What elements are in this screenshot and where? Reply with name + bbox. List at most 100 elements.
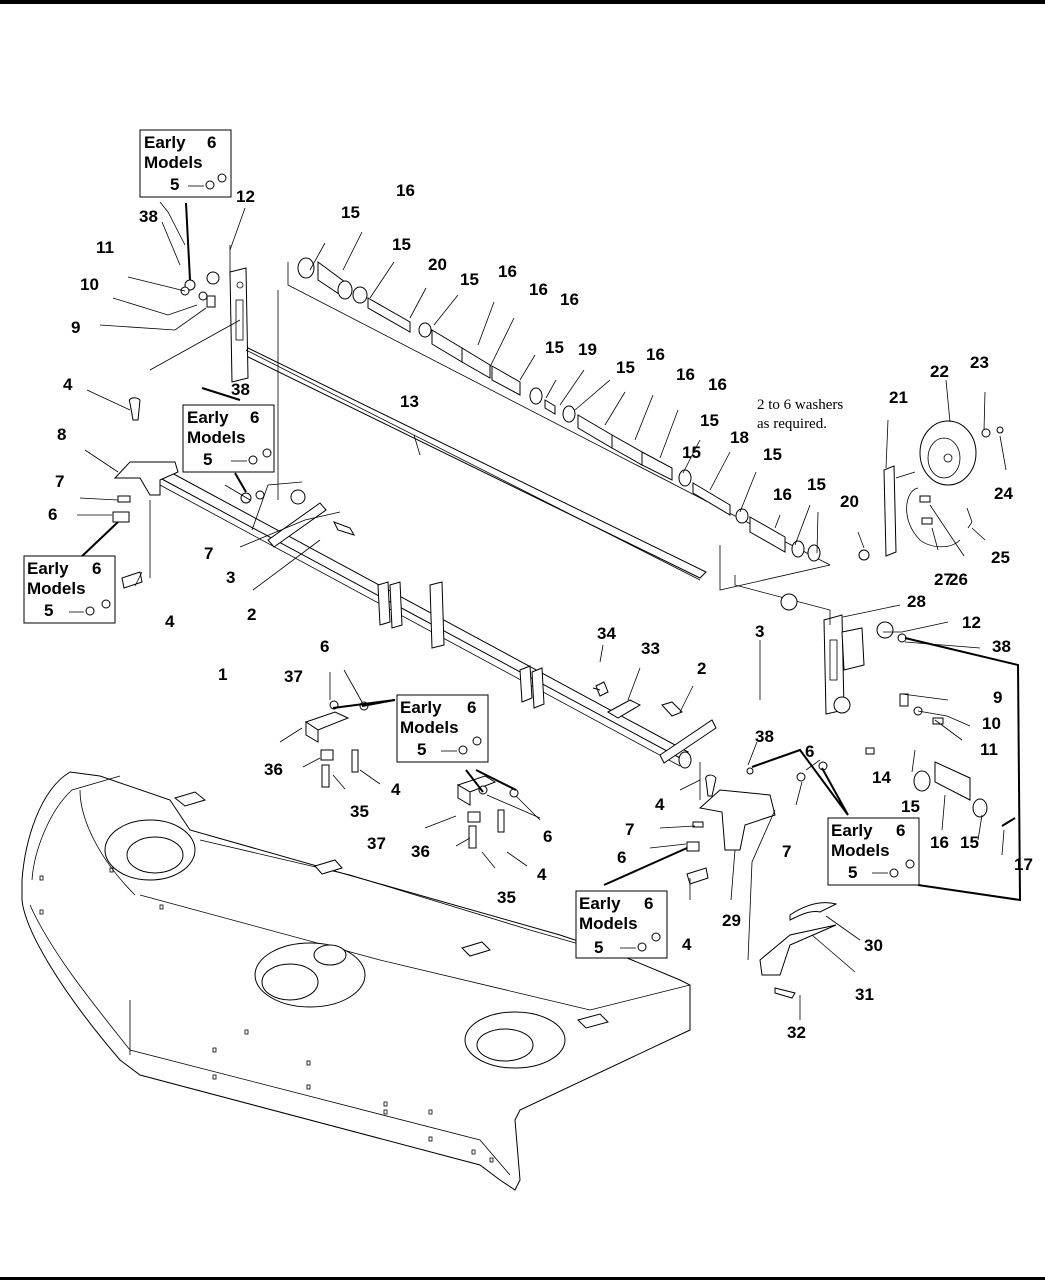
part-label: 12 — [962, 613, 981, 632]
part-label: 31 — [855, 985, 874, 1004]
part-label: 15 — [763, 445, 782, 464]
part-label: 26 — [949, 570, 968, 589]
callout-part-5: 5 — [44, 601, 53, 620]
callout-title-early: Early — [187, 408, 229, 427]
part-label: 14 — [872, 768, 891, 787]
part-label: 36 — [411, 842, 430, 861]
part-label: 6 — [543, 827, 552, 846]
nut-icon — [101, 599, 111, 609]
callout-part-6: 6 — [207, 133, 216, 152]
part-label: 35 — [497, 888, 516, 907]
part-label: 13 — [400, 392, 419, 411]
part-label: 15 — [901, 797, 920, 816]
part-label: 15 — [460, 270, 479, 289]
callout-left: Early 6 Models 5 — [23, 555, 116, 624]
washer-icon — [248, 455, 258, 465]
rollers — [297, 257, 821, 562]
washer-icon — [85, 606, 95, 616]
part-label: 16 — [676, 365, 695, 384]
part-label: 2 — [697, 659, 706, 678]
part-label: 1 — [218, 665, 227, 684]
part-label: 28 — [907, 592, 926, 611]
right-hanger-plate — [823, 614, 865, 715]
part-label: 6 — [805, 742, 814, 761]
rear-roller — [913, 761, 1016, 827]
part-label: 10 — [80, 275, 99, 294]
part-label: 2 — [247, 605, 256, 624]
part-label: 38 — [139, 207, 158, 226]
part-label: 15 — [392, 235, 411, 254]
callout-part-5: 5 — [170, 175, 179, 194]
part-label: 11 — [980, 740, 998, 759]
part-label: 36 — [264, 760, 283, 779]
part-label: 6 — [48, 505, 57, 524]
nut-icon — [472, 736, 482, 746]
part-label: 4 — [165, 612, 175, 631]
part-label: 15 — [807, 475, 826, 494]
part-label: 22 — [930, 362, 949, 381]
part-label: 3 — [755, 622, 764, 641]
callout-title-early: Early — [579, 894, 621, 913]
bottom-rule — [0, 1277, 1045, 1280]
part-label: 8 — [57, 425, 66, 444]
callout-title-models: Models — [400, 718, 459, 737]
part-label: 15 — [545, 338, 564, 357]
part-label: 12 — [236, 187, 255, 206]
deflector-31 — [759, 924, 837, 976]
right-bracket — [698, 789, 776, 851]
callout-center: Early 6 Models 5 — [396, 694, 489, 763]
part-label: 4 — [655, 795, 665, 814]
part-labels: 1 2 2 3 3 4 4 4 4 4 4 6 6 6 6 6 7 7 7 7 … — [48, 181, 1033, 1042]
part-label: 16 — [560, 290, 579, 309]
washer-note-line1: 2 to 6 washers — [757, 397, 843, 413]
part-label: 15 — [700, 411, 719, 430]
part-label: 37 — [284, 667, 303, 686]
deck-lift-tube — [158, 346, 717, 769]
washer-icon — [205, 180, 215, 190]
part-label: 20 — [840, 492, 859, 511]
part-label: 25 — [991, 548, 1010, 567]
mower-deck — [21, 771, 691, 1191]
part-label: 27 — [934, 570, 953, 589]
part-label: 7 — [204, 544, 213, 563]
callout-connectors — [77, 202, 1022, 902]
part-label: 15 — [960, 833, 979, 852]
callout-title-models: Models — [144, 153, 203, 172]
nut-icon — [651, 932, 661, 942]
callout-title-models: Models — [187, 428, 246, 447]
part-label: 10 — [982, 714, 1001, 733]
part-label: 15 — [341, 203, 360, 222]
part-label: 11 — [96, 238, 114, 257]
leader-lines — [77, 201, 1007, 1020]
part-label: 16 — [396, 181, 415, 200]
hardware — [112, 271, 944, 999]
callout-part-5: 5 — [594, 938, 603, 957]
part-label: 7 — [782, 842, 791, 861]
callout-part-6: 6 — [467, 698, 476, 717]
washer-icon — [458, 745, 468, 755]
callout-title-models: Models — [27, 579, 86, 598]
top-rule — [0, 0, 1045, 4]
left-bracket — [113, 461, 179, 496]
callout-part-6: 6 — [644, 894, 653, 913]
part-label: 23 — [970, 353, 989, 372]
callout-title-models: Models — [579, 914, 638, 933]
part-label: 4 — [391, 780, 401, 799]
washer-note-line2: as required. — [757, 416, 827, 432]
callout-part-5: 5 — [203, 450, 212, 469]
part-label: 16 — [773, 485, 792, 504]
part-label: 4 — [682, 935, 692, 954]
part-label: 37 — [367, 834, 386, 853]
part-label: 34 — [597, 624, 616, 643]
part-label: 16 — [930, 833, 949, 852]
part-label: 17 — [1014, 855, 1033, 874]
part-label: 6 — [320, 637, 329, 656]
callout-part-5: 5 — [417, 740, 426, 759]
part-label: 29 — [722, 911, 741, 930]
part-label: 18 — [730, 428, 749, 447]
part-label: 32 — [787, 1023, 806, 1042]
gauge-wheel-assembly — [858, 420, 1004, 561]
part-label: 7 — [55, 472, 64, 491]
rod — [245, 349, 701, 581]
